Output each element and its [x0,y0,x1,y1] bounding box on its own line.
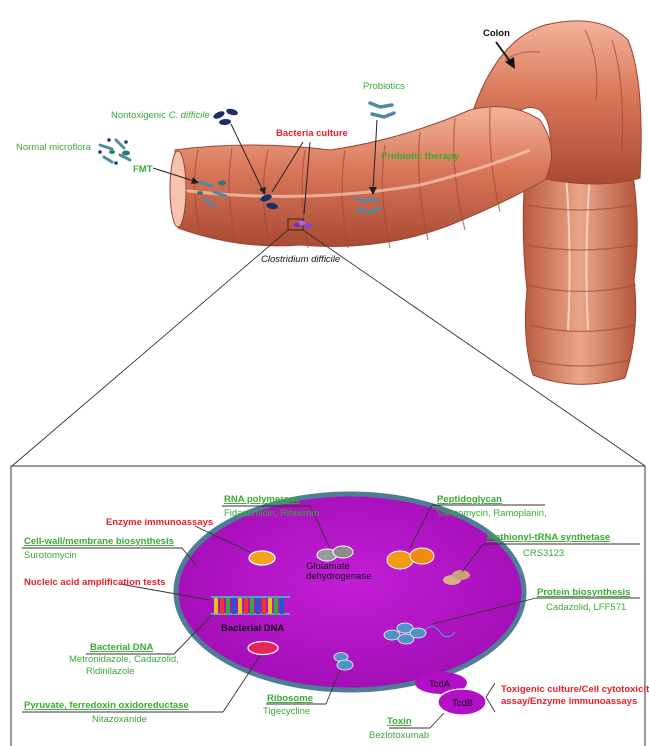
bacterial-dna-drugs-line2: Ridinilazole [86,666,135,677]
enzyme-immunoassay-target [249,551,275,565]
normal-microflora-icon [98,138,130,165]
cell-wall-title: Cell-wall/membrane biosynthesis [24,536,174,547]
toxin-title: Toxin [387,716,412,727]
tcda-label: TcdA [429,679,451,690]
glutamate-label-line2: dehydrogenase [306,571,372,582]
cell-wall-drugs: Surotomycin [24,550,77,561]
methionyl-drugs: CRS3123 [523,548,564,559]
ribosome-title: Ribosome [267,693,313,704]
bacterial-dna-drugs-line1: Metronidazole, Cadazolid, [69,654,179,665]
colon-illustration [170,21,641,384]
protein-drugs: Cadazolid, LFF571 [546,602,626,613]
rna-polymerase-drugs: Fidaxomicin, Rifaximin [224,508,319,519]
ribosome-drugs: Tigecycline [263,706,310,717]
fmt-label: FMT [133,164,153,175]
bacterial-dna-title: Bacterial DNA [90,642,153,653]
rna-polymerase-title: RNA polymerase [224,494,300,505]
protein-title: Protein biosynthesis [537,587,630,598]
tcdb-label: TcdB [452,698,473,709]
pyruvate-target [248,642,278,655]
probiotic-therapy-label: Probiotic therapy [381,151,460,162]
probiotics-icon [370,103,394,117]
nontoxigenic-label: Nontoxigenic C. difficile [111,110,210,121]
nucleic-acid-label: Nucleic acid amplification tests [24,577,166,588]
peptidoglycan-title: Peptidoglycan [437,494,502,505]
peptidoglycan-drugs: Vancomycin, Ramoplanin, [437,508,547,519]
normal-microflora-label: Normal microflora [16,142,92,153]
toxigenic-label-line1: Toxigenic culture/Cell cytotoxicity [501,684,649,695]
pyruvate-drugs: Nitazoxanide [92,714,147,725]
methionyl-title: Methionyl-tRNA synthetase [487,532,610,543]
enzyme-immunoassays-label: Enzyme immunoassays [106,517,213,528]
colon-label: Colon [483,28,510,39]
bacteria-culture-label: Bacteria culture [276,128,348,139]
bacterial-dna-inner-label: Bacterial DNA [221,623,284,634]
clostridium-difficile-label: Clostridium difficile [261,254,340,265]
pyruvate-title: Pyruvate, ferredoxin oxidoreductase [24,700,189,711]
bacterial-cell [176,494,524,690]
toxin-drugs: Bezlotoxumab [369,730,429,741]
nontoxigenic-cdiff-icon [212,108,238,126]
toxigenic-label-line2: assay/Enzyme immunoassays [501,696,637,707]
probiotics-label: Probiotics [363,81,405,92]
